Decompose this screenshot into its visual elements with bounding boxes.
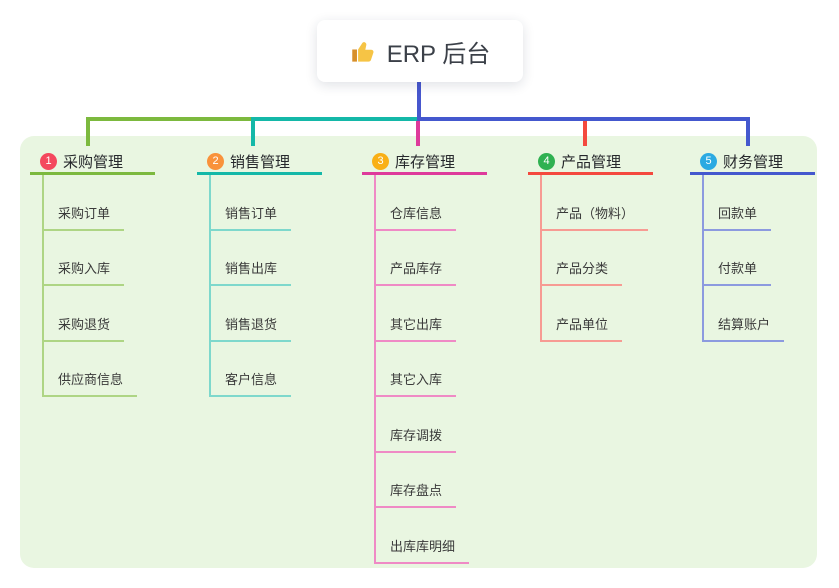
trunk-left-green xyxy=(86,117,255,121)
branch-2: 2 销售管理销售订单销售出库销售退货客户信息 xyxy=(197,150,332,397)
tree-node[interactable]: 销售出库 xyxy=(211,231,332,286)
tree-node-label: 产品单位 xyxy=(542,314,623,342)
tree-node[interactable]: 产品库存 xyxy=(376,231,497,286)
branch-5-title[interactable]: 5 财务管理 xyxy=(690,150,815,175)
branch-2-title[interactable]: 2 销售管理 xyxy=(197,150,322,175)
tree-node[interactable]: 客户信息 xyxy=(211,342,332,397)
branch-number-badge: 2 xyxy=(207,152,224,170)
root-node[interactable]: ERP 后台 xyxy=(317,20,523,82)
tree-node-label: 其它入库 xyxy=(376,369,457,397)
branch-number-badge: 5 xyxy=(700,152,717,170)
branch-4-drop-line xyxy=(583,117,587,146)
tree-node-label: 库存盘点 xyxy=(376,480,457,508)
branch-1-title[interactable]: 1 采购管理 xyxy=(30,150,155,175)
branch-title-label: 产品管理 xyxy=(561,153,622,171)
tree-node-label: 销售退货 xyxy=(211,314,292,342)
tree-node-label: 产品库存 xyxy=(376,258,457,286)
tree-node-label: 仓库信息 xyxy=(376,203,457,231)
tree-node[interactable]: 销售退货 xyxy=(211,286,332,342)
trunk-right-blue xyxy=(417,117,750,121)
tree-node-label: 产品（物料） xyxy=(542,203,649,231)
tree-node-label: 销售出库 xyxy=(211,258,292,286)
branches-panel xyxy=(20,136,817,568)
branch-title-label: 库存管理 xyxy=(395,153,456,171)
tree-node-label: 其它出库 xyxy=(376,314,457,342)
trunk-mid-teal xyxy=(251,117,421,121)
tree-node[interactable]: 采购退货 xyxy=(44,286,165,342)
tree-node-label: 销售订单 xyxy=(211,203,292,231)
tree-node-label: 出库库明细 xyxy=(376,536,470,564)
tree-node[interactable]: 产品分类 xyxy=(542,231,663,286)
branch-1: 1 采购管理采购订单采购入库采购退货供应商信息 xyxy=(30,150,165,397)
tree-node[interactable]: 结算账户 xyxy=(704,286,825,342)
tree-node[interactable]: 其它入库 xyxy=(376,342,497,397)
tree-node[interactable]: 仓库信息 xyxy=(376,175,497,231)
branch-4: 4 产品管理产品（物料） 产品分类产品单位 xyxy=(528,150,663,342)
branch-number-badge: 1 xyxy=(40,152,57,170)
branch-title-label: 采购管理 xyxy=(63,153,124,171)
branch-4-title[interactable]: 4 产品管理 xyxy=(528,150,653,175)
branch-3-drop-line xyxy=(416,117,420,146)
branch-1-children: 采购订单采购入库采购退货供应商信息 xyxy=(42,175,165,397)
tree-node[interactable]: 供应商信息 xyxy=(44,342,165,397)
branch-3: 3 库存管理仓库信息产品库存其它出库其它入库库存调拨库存盘点出库库明细 xyxy=(362,150,497,564)
tree-node-label: 客户信息 xyxy=(211,369,292,397)
tree-node[interactable]: 出库库明细 xyxy=(376,508,497,564)
tree-node[interactable]: 回款单 xyxy=(704,175,825,231)
tree-node[interactable]: 产品单位 xyxy=(542,286,663,342)
tree-node-label: 产品分类 xyxy=(542,258,623,286)
root-label: ERP 后台 xyxy=(386,40,491,68)
branch-2-children: 销售订单销售出库销售退货客户信息 xyxy=(209,175,332,397)
tree-node[interactable]: 采购订单 xyxy=(44,175,165,231)
branch-title-label: 销售管理 xyxy=(230,153,291,171)
tree-node-label: 采购退货 xyxy=(44,314,125,342)
tree-node-label: 采购订单 xyxy=(44,203,125,231)
branch-3-children: 仓库信息产品库存其它出库其它入库库存调拨库存盘点出库库明细 xyxy=(374,175,497,564)
tree-node[interactable]: 付款单 xyxy=(704,231,825,286)
thumbs-up-icon xyxy=(350,38,377,65)
branch-4-children: 产品（物料） 产品分类产品单位 xyxy=(540,175,663,342)
branch-5-drop-line xyxy=(746,117,750,146)
tree-node-label: 回款单 xyxy=(704,203,772,231)
tree-node-label: 结算账户 xyxy=(704,314,785,342)
branch-title-label: 财务管理 xyxy=(723,153,784,171)
tree-node[interactable]: 库存盘点 xyxy=(376,453,497,508)
tree-node-label: 供应商信息 xyxy=(44,369,138,397)
tree-node[interactable]: 销售订单 xyxy=(211,175,332,231)
tree-node-label: 库存调拨 xyxy=(376,425,457,453)
branch-5: 5 财务管理回款单付款单结算账户 xyxy=(690,150,825,342)
tree-node-label: 采购入库 xyxy=(44,258,125,286)
branch-3-title[interactable]: 3 库存管理 xyxy=(362,150,487,175)
branch-1-drop-line xyxy=(86,117,90,146)
branch-5-children: 回款单付款单结算账户 xyxy=(702,175,825,342)
tree-node-label: 付款单 xyxy=(704,258,772,286)
tree-node[interactable]: 采购入库 xyxy=(44,231,165,286)
branch-number-badge: 3 xyxy=(372,152,389,170)
tree-node[interactable]: 其它出库 xyxy=(376,286,497,342)
branch-2-drop-line xyxy=(251,117,255,146)
root-vertical-line xyxy=(417,82,421,121)
tree-node[interactable]: 产品（物料） xyxy=(542,175,663,231)
branch-number-badge: 4 xyxy=(538,152,555,170)
tree-node[interactable]: 库存调拨 xyxy=(376,397,497,453)
